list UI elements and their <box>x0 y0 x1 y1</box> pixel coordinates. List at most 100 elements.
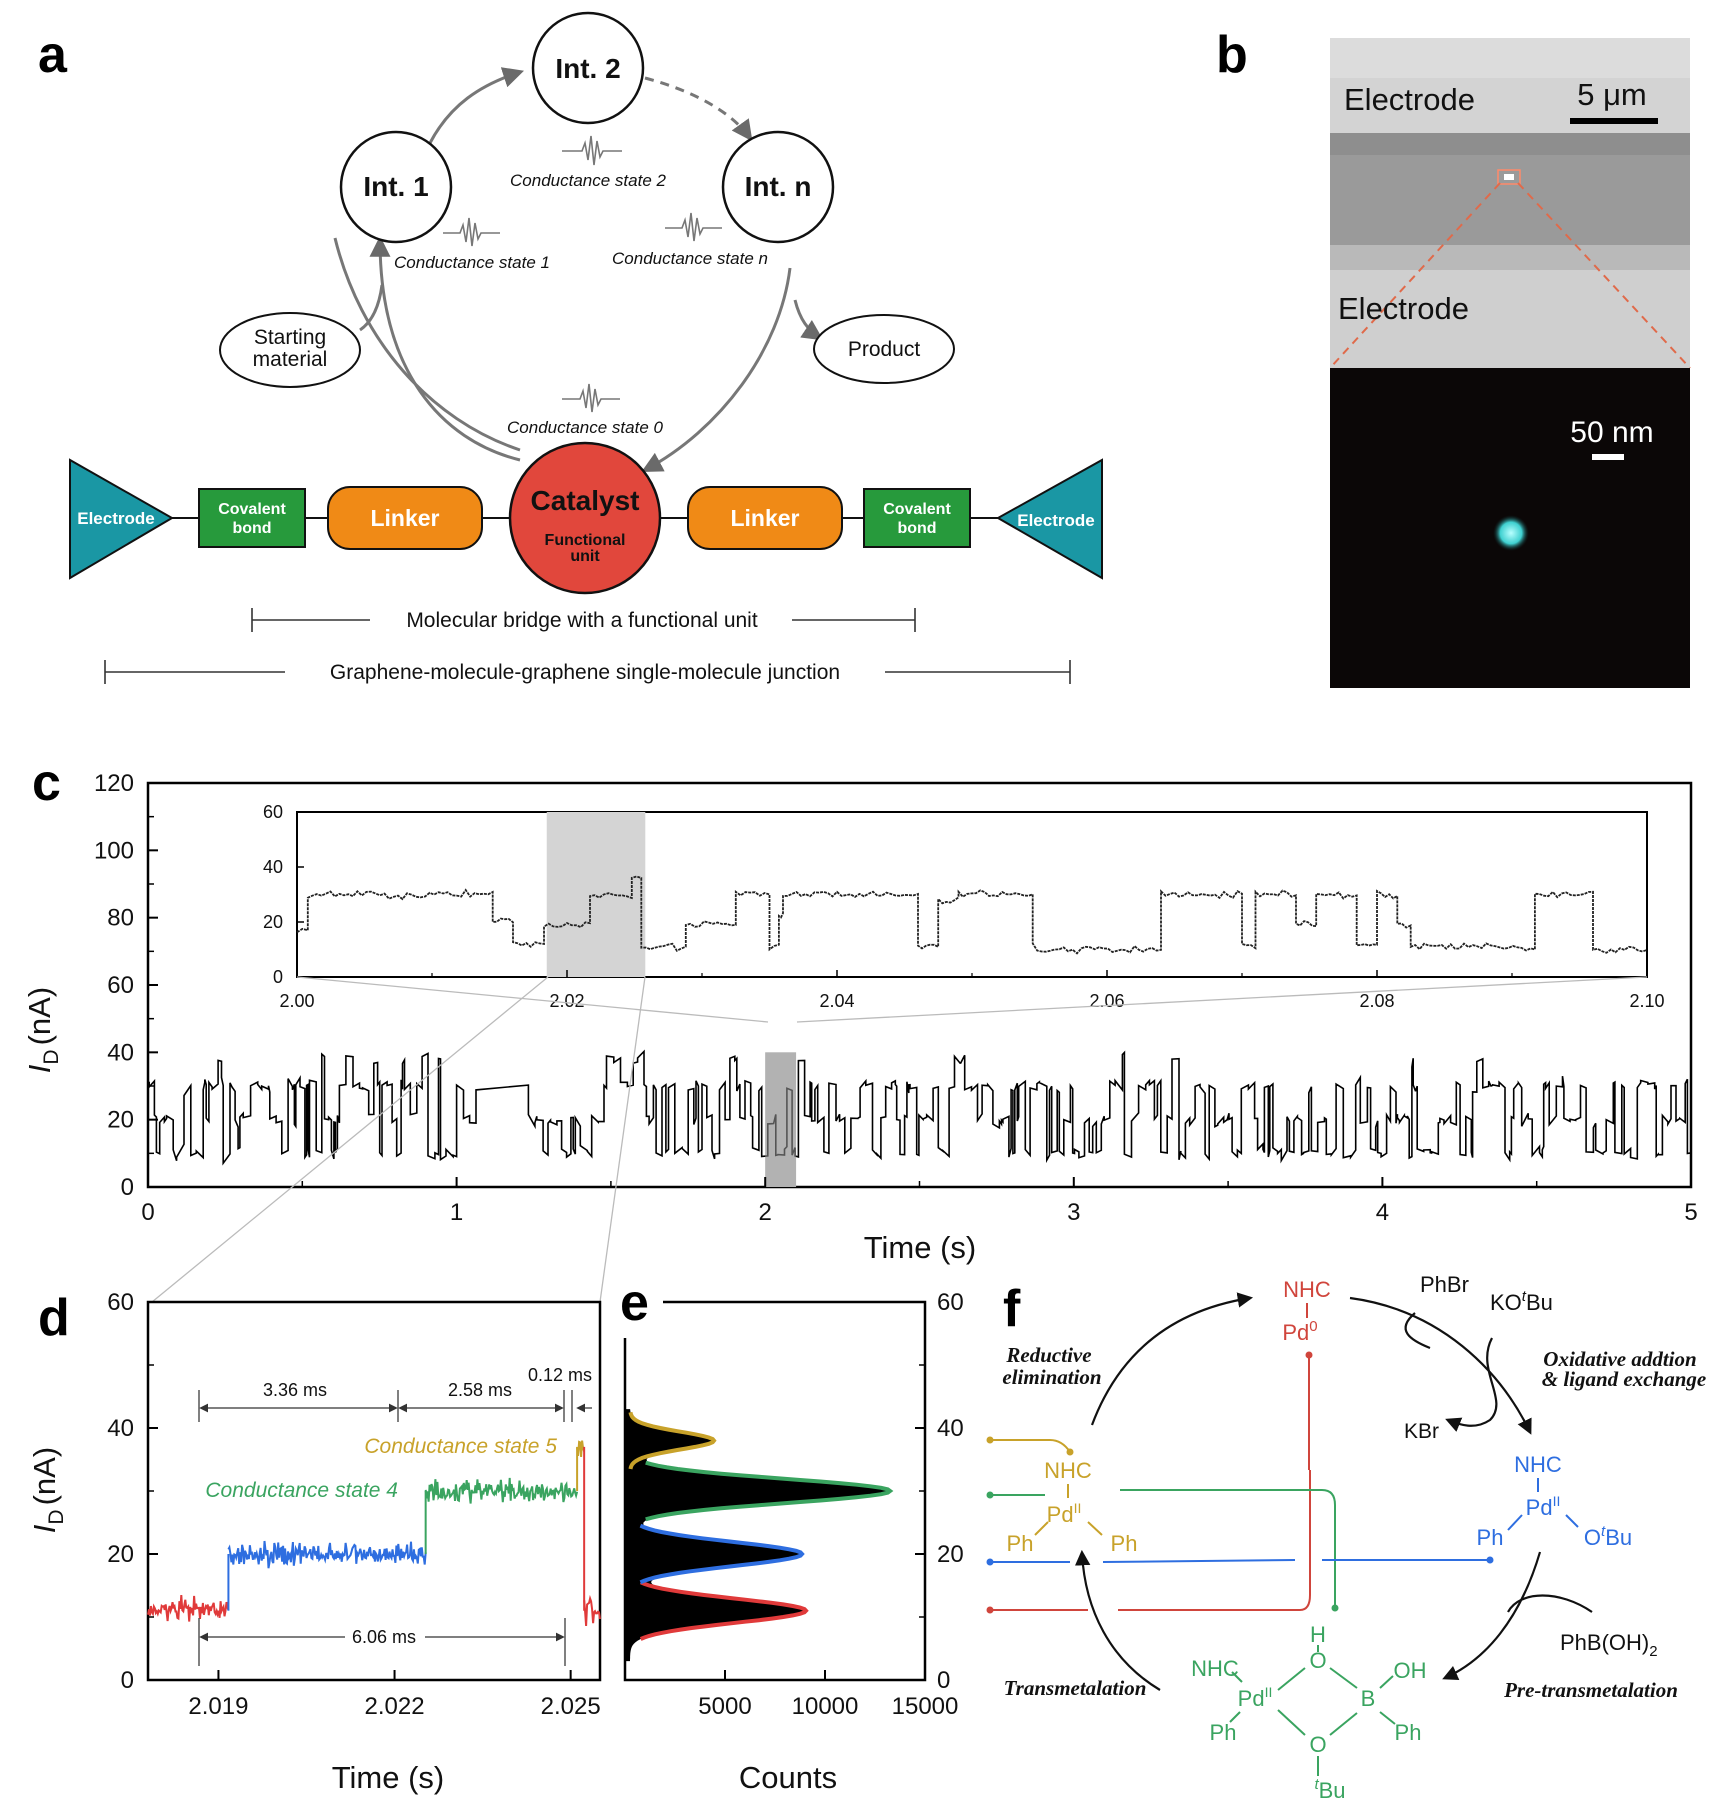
sem-image: Electrode Electrode 5 μm <box>1329 38 1691 369</box>
scale-bar-top <box>1570 118 1658 124</box>
panel-d-xtick-label: 2.022 <box>365 1693 425 1720</box>
panel-d-trace <box>147 1440 601 1626</box>
panel-d-ytick-label: 20 <box>107 1541 134 1568</box>
main-ytick-label: 40 <box>107 1039 134 1066</box>
catalyst-node: Catalyst Functional unit <box>508 441 662 595</box>
panel-e-histogram <box>625 1409 894 1662</box>
product-node: Product <box>813 314 955 384</box>
duration-1-label: 3.36 ms <box>263 1380 327 1400</box>
panel-e-peak-fit <box>639 1523 805 1585</box>
panel-d-ylabel-unit: (nA) <box>27 1447 62 1506</box>
squiggle-state-2 <box>562 135 622 166</box>
panel-b: b Electrode Electrode 5 μm 50 nm <box>1216 26 1691 688</box>
panel-d-ylabel-sub: D <box>45 1509 68 1524</box>
green-tbu: tBu <box>1314 1776 1345 1803</box>
green-tbu-sup: t <box>1314 1776 1319 1793</box>
electrode-top-label: Electrode <box>1344 82 1475 117</box>
conductance-squiggles <box>443 135 722 413</box>
covalent-right-line2: bond <box>897 520 936 537</box>
green-oh: OH <box>1394 1658 1427 1683</box>
int1-label: Int. 1 <box>363 171 428 202</box>
yellow-pd-symbol: Pd <box>1047 1502 1074 1527</box>
panel-d-series <box>576 1440 586 1457</box>
duration-markers <box>198 1390 592 1666</box>
linker-right: Linker <box>687 486 843 550</box>
panel-e-ytick-label: 20 <box>937 1541 964 1568</box>
panel-label-a: a <box>38 26 68 84</box>
yellow-ph-right: Ph <box>1111 1531 1138 1556</box>
starting-material-line1: Starting <box>254 326 326 349</box>
inset-xtick-label: 2.04 <box>819 991 854 1011</box>
blue-otbu-bu: Bu <box>1605 1525 1632 1550</box>
int1-node: Int. 1 <box>339 130 453 244</box>
reagent-phbr: PhBr <box>1420 1272 1469 1297</box>
inset-trace <box>296 875 1648 955</box>
main-trace-series <box>147 1049 1692 1166</box>
inset-xtick-label: 2.02 <box>549 991 584 1011</box>
panel-e-ytick-label: 0 <box>937 1667 950 1694</box>
panel-e-xtick-label: 5000 <box>698 1693 751 1720</box>
reagent-kotbu-a: KO <box>1490 1290 1522 1315</box>
panel-e-ytick-label: 60 <box>937 1289 964 1316</box>
catalyst-label: Catalyst <box>531 485 640 516</box>
main-xtick-label: 0 <box>141 1199 154 1226</box>
functional-unit-line2: unit <box>570 548 600 565</box>
blue-pd-ox: II <box>1553 1493 1561 1509</box>
inset-xtick-label: 2.00 <box>279 991 314 1011</box>
svg-text:ID(nA): ID (nA) <box>27 1447 68 1533</box>
junction-bracket <box>104 660 1071 684</box>
panel-d-ylabel-main: I <box>27 1524 62 1533</box>
green-tbu-bu: Bu <box>1319 1778 1346 1803</box>
panel-a: a Int. 1 Int. 2 Int. n Conductance s <box>38 11 1103 684</box>
squiggle-state-0 <box>562 383 620 413</box>
pd0-metal-symbol: Pd <box>1282 1320 1309 1345</box>
complex-blue: NHC PdII Ph OtBu <box>1477 1452 1633 1550</box>
main-xtick-label: 3 <box>1067 1199 1080 1226</box>
starting-material-node: Starting material <box>219 312 361 388</box>
main-trace-highlight-overlay <box>765 1052 797 1187</box>
state-n-label: Conductance state n <box>612 249 768 268</box>
reductive-elimination-line1: Reductive <box>1005 1343 1091 1367</box>
green-pd: PdII <box>1238 1684 1273 1711</box>
panel-e-peak-fit <box>639 1580 809 1641</box>
green-h: H <box>1310 1622 1326 1647</box>
yellow-ph-left: Ph <box>1007 1531 1034 1556</box>
squiggle-state-n <box>665 212 722 242</box>
state-connectors <box>986 1351 1494 1614</box>
duration-3-label: 0.12 ms <box>528 1365 592 1385</box>
junction-label: Graphene-molecule-graphene single-molecu… <box>330 661 840 684</box>
blue-otbu-o: O <box>1584 1525 1601 1550</box>
reagent-kotbu-b: Bu <box>1526 1290 1553 1315</box>
blue-otbu: OtBu <box>1584 1523 1632 1550</box>
green-nhc: NHC <box>1191 1656 1239 1681</box>
blue-nhc: NHC <box>1514 1452 1562 1477</box>
panel-label-d: d <box>38 1289 70 1347</box>
reagent-boronic-acid: PhB(OH)2 <box>1560 1630 1658 1660</box>
panel-label-c: c <box>32 754 61 812</box>
panel-d-series <box>227 1540 427 1569</box>
byproduct-kbr: KBr <box>1404 1420 1439 1443</box>
cycle-arrows <box>1074 1292 1593 1691</box>
arrow-int1-to-int2 <box>428 67 524 144</box>
panel-e-xtick-label: 10000 <box>792 1693 859 1720</box>
duration-2-label: 2.58 ms <box>448 1380 512 1400</box>
single-molecule-spot <box>1493 515 1529 551</box>
panel-e-xtick-label: 15000 <box>892 1693 959 1720</box>
scale-bottom-label: 50 nm <box>1570 416 1653 449</box>
starting-material-line2: material <box>253 348 328 371</box>
inset-xtick-label: 2.06 <box>1089 991 1124 1011</box>
electrode-right-label: Electrode <box>1017 511 1094 530</box>
main-xtick-label: 1 <box>450 1199 463 1226</box>
oxidative-addition-line1: Oxidative addtion <box>1543 1347 1696 1371</box>
complex-yellow: NHC PdII Ph Ph <box>1007 1458 1138 1556</box>
inset-ytick-label: 0 <box>273 967 283 987</box>
zoom-lines-inset <box>296 976 1648 1023</box>
duration-total-label: 6.06 ms <box>352 1627 416 1647</box>
yellow-pd-ox: II <box>1074 1500 1082 1516</box>
main-xtick-label: 5 <box>1684 1199 1697 1226</box>
intn-node: Int. n <box>721 130 835 244</box>
